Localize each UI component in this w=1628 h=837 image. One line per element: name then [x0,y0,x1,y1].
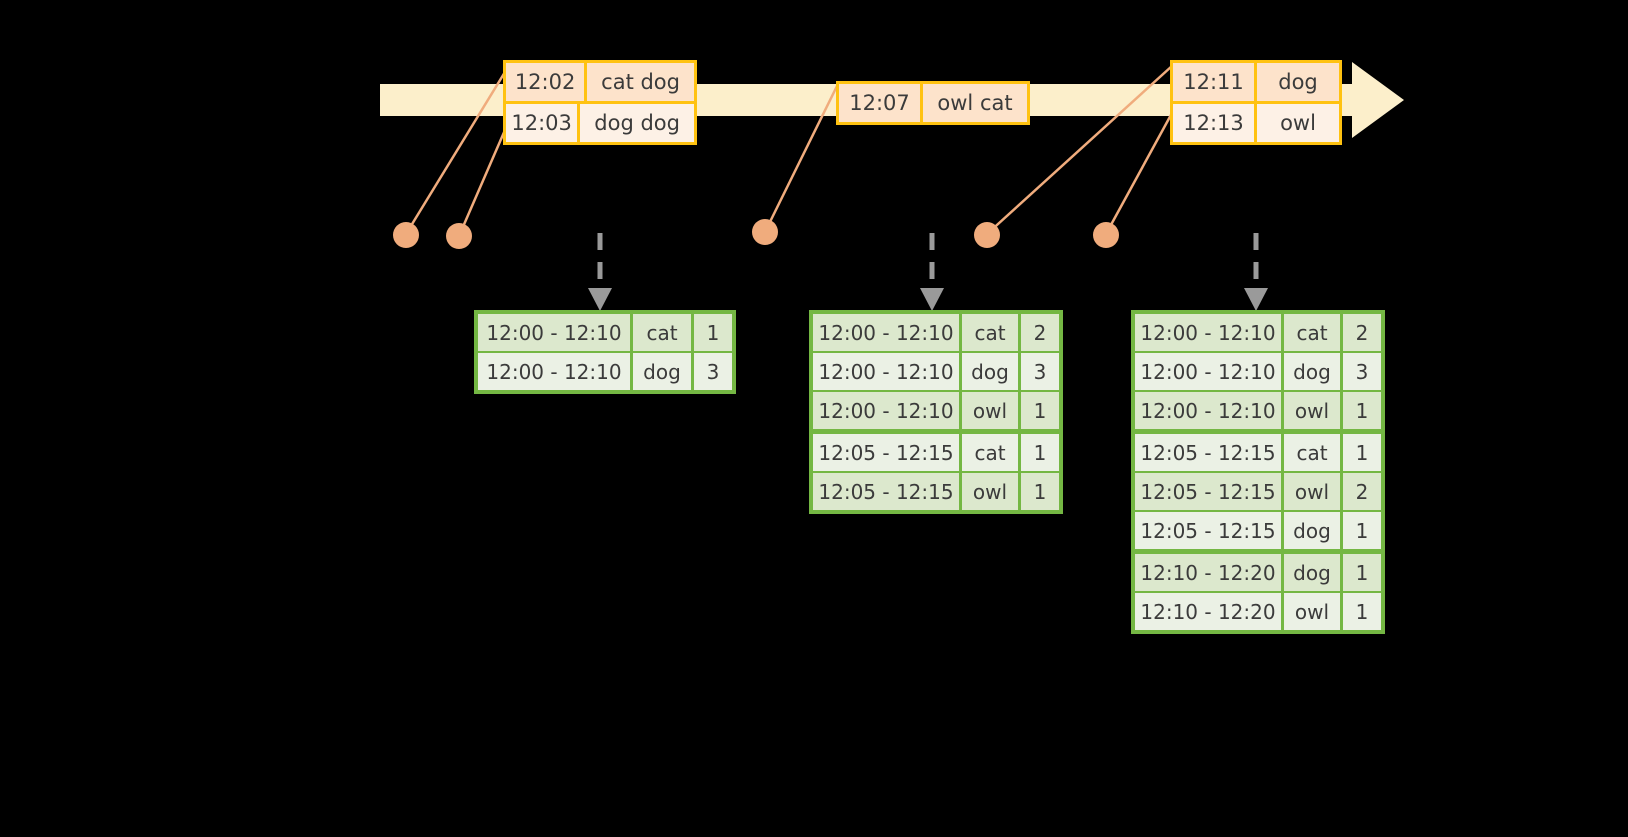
cell-count: 1 [1021,434,1059,471]
event-time: 12:11 [1173,63,1257,101]
cell-count: 1 [1343,512,1381,549]
event-time: 12:03 [506,104,581,142]
cell-key: dog [1284,554,1340,591]
cell-key: dog [1284,512,1340,549]
cell-count: 1 [1343,392,1381,429]
dashed-arrow-head-1 [588,288,612,311]
cell-key: dog [633,353,691,390]
cell-key: dog [1284,353,1340,390]
cell-window: 12:00 - 12:10 [1135,353,1281,390]
marker-dot-1203 [446,223,472,249]
cell-count: 2 [1021,314,1059,351]
event-payload: dog [1257,63,1339,101]
cell-key: cat [1284,314,1340,351]
event-box-2[interactable]: 12:07 owl cat [836,81,1030,125]
cell-window: 12:00 - 12:10 [813,314,959,351]
cell-key: dog [962,353,1018,390]
cell-key: cat [962,314,1018,351]
cell-key: owl [962,392,1018,429]
cell-key: owl [1284,473,1340,510]
event-payload: owl [1257,104,1339,142]
cell-count: 1 [1021,392,1059,429]
event-payload: dog dog [580,104,694,142]
connector-1213 [1104,112,1174,235]
connector-1203 [457,129,507,237]
event-box-3[interactable]: 12:11 dog 12:13 owl [1170,60,1342,145]
event-row: 12:03 dog dog [506,101,694,142]
event-time: 12:07 [839,84,923,122]
cell-count: 1 [1021,473,1059,510]
connector-1202 [404,71,507,235]
event-payload: owl cat [923,84,1027,122]
cell-count: 1 [1343,434,1381,471]
event-time: 12:02 [506,63,588,101]
event-row: 12:11 dog [1173,63,1339,101]
cell-key: cat [633,314,691,351]
event-box-1[interactable]: 12:02 cat dog 12:03 dog dog [503,60,697,145]
connector-1207 [763,83,840,233]
cell-key: owl [1284,593,1340,630]
cell-window: 12:05 - 12:15 [1135,434,1281,471]
marker-dot-1211 [974,222,1000,248]
event-row: 12:07 owl cat [839,84,1027,122]
dashed-arrows [597,233,1259,290]
cell-key: cat [962,434,1018,471]
cell-window: 12:00 - 12:10 [478,314,630,351]
cell-count: 3 [694,353,732,390]
cell-key: cat [1284,434,1340,471]
event-row: 12:13 owl [1173,101,1339,142]
cell-count: 2 [1343,314,1381,351]
cell-window: 12:00 - 12:10 [478,353,630,390]
cell-count: 2 [1343,473,1381,510]
cell-window: 12:00 - 12:10 [1135,392,1281,429]
event-time: 12:13 [1173,104,1257,142]
marker-dots [393,219,1119,249]
cell-window: 12:05 - 12:15 [813,473,959,510]
cell-count: 1 [694,314,732,351]
cell-count: 3 [1021,353,1059,390]
marker-dot-1207 [752,219,778,245]
cell-window: 12:05 - 12:15 [1135,512,1281,549]
dashed-arrow-head-3 [1244,288,1268,311]
cell-window: 12:00 - 12:10 [1135,314,1281,351]
cell-window: 12:10 - 12:20 [1135,593,1281,630]
marker-dot-1213 [1093,222,1119,248]
cell-key: owl [962,473,1018,510]
cell-count: 1 [1343,593,1381,630]
cell-window: 12:05 - 12:15 [813,434,959,471]
cell-window: 12:00 - 12:10 [813,353,959,390]
cell-window: 12:05 - 12:15 [1135,473,1281,510]
event-row: 12:02 cat dog [506,63,694,101]
cell-count: 1 [1343,554,1381,591]
cell-count: 3 [1343,353,1381,390]
dashed-arrow-heads [588,288,1268,311]
cell-window: 12:10 - 12:20 [1135,554,1281,591]
dashed-arrow-head-2 [920,288,944,311]
event-payload: cat dog [587,63,694,101]
cell-key: owl [1284,392,1340,429]
cell-window: 12:00 - 12:10 [813,392,959,429]
marker-dot-1202 [393,222,419,248]
